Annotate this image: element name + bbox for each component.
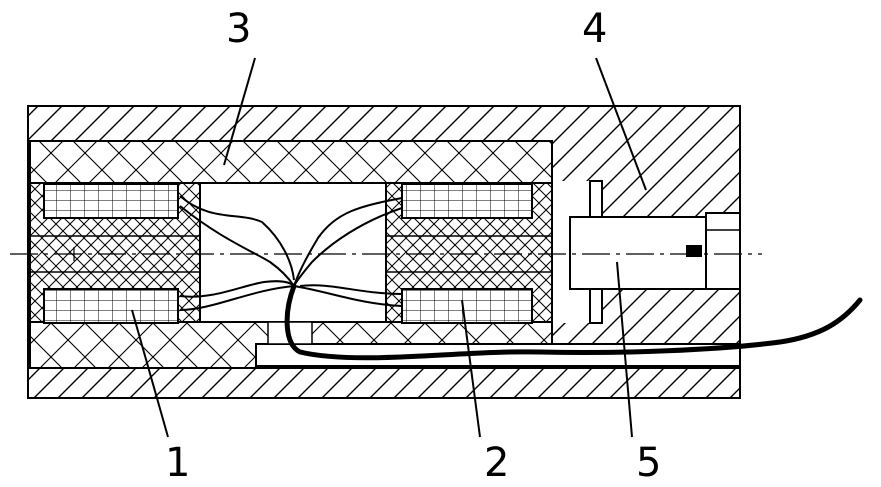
right-coil-assembly xyxy=(385,182,553,324)
label-3: 3 xyxy=(226,6,251,52)
leader-lines xyxy=(131,57,647,438)
centerline xyxy=(10,247,762,261)
callout-labels: 3 4 1 2 5 xyxy=(165,6,661,486)
label-5: 5 xyxy=(636,440,661,483)
left-coil-assembly xyxy=(29,182,201,324)
label-2: 2 xyxy=(484,440,509,483)
main-cable xyxy=(284,283,863,361)
label-1: 1 xyxy=(165,440,190,483)
internal-wires xyxy=(179,195,403,311)
label-4: 4 xyxy=(582,6,607,52)
end-bore xyxy=(569,180,741,324)
